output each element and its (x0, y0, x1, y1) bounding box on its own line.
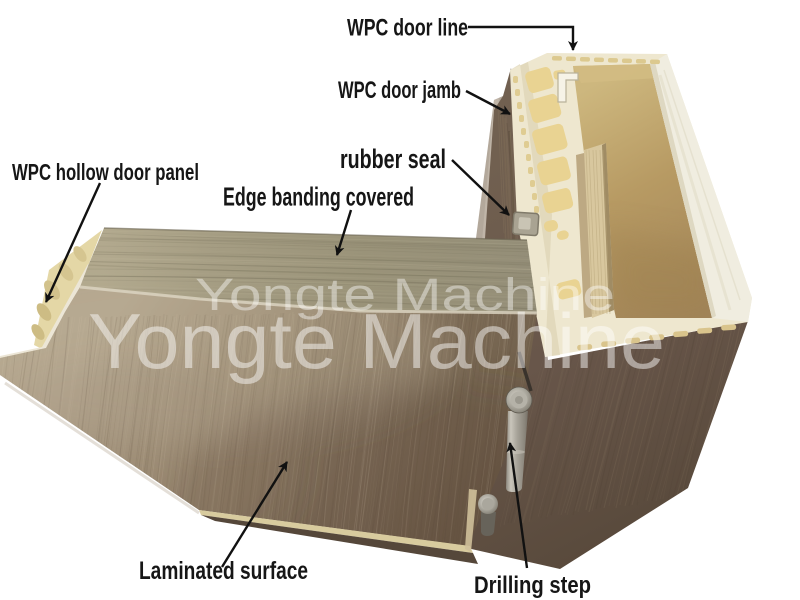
svg-text:Drilling step: Drilling step (474, 572, 591, 599)
svg-text:WPC door line: WPC door line (347, 15, 468, 42)
svg-text:WPC door jamb: WPC door jamb (338, 77, 461, 104)
svg-text:WPC hollow door panel: WPC hollow door panel (12, 159, 199, 185)
svg-text:Laminated surface: Laminated surface (139, 557, 308, 585)
svg-text:rubber seal: rubber seal (340, 144, 446, 174)
svg-text:Yongte Machine: Yongte Machine (88, 297, 665, 385)
svg-text:Edge banding covered: Edge banding covered (223, 182, 414, 212)
svg-text:Yongte Machine: Yongte Machine (195, 269, 615, 320)
